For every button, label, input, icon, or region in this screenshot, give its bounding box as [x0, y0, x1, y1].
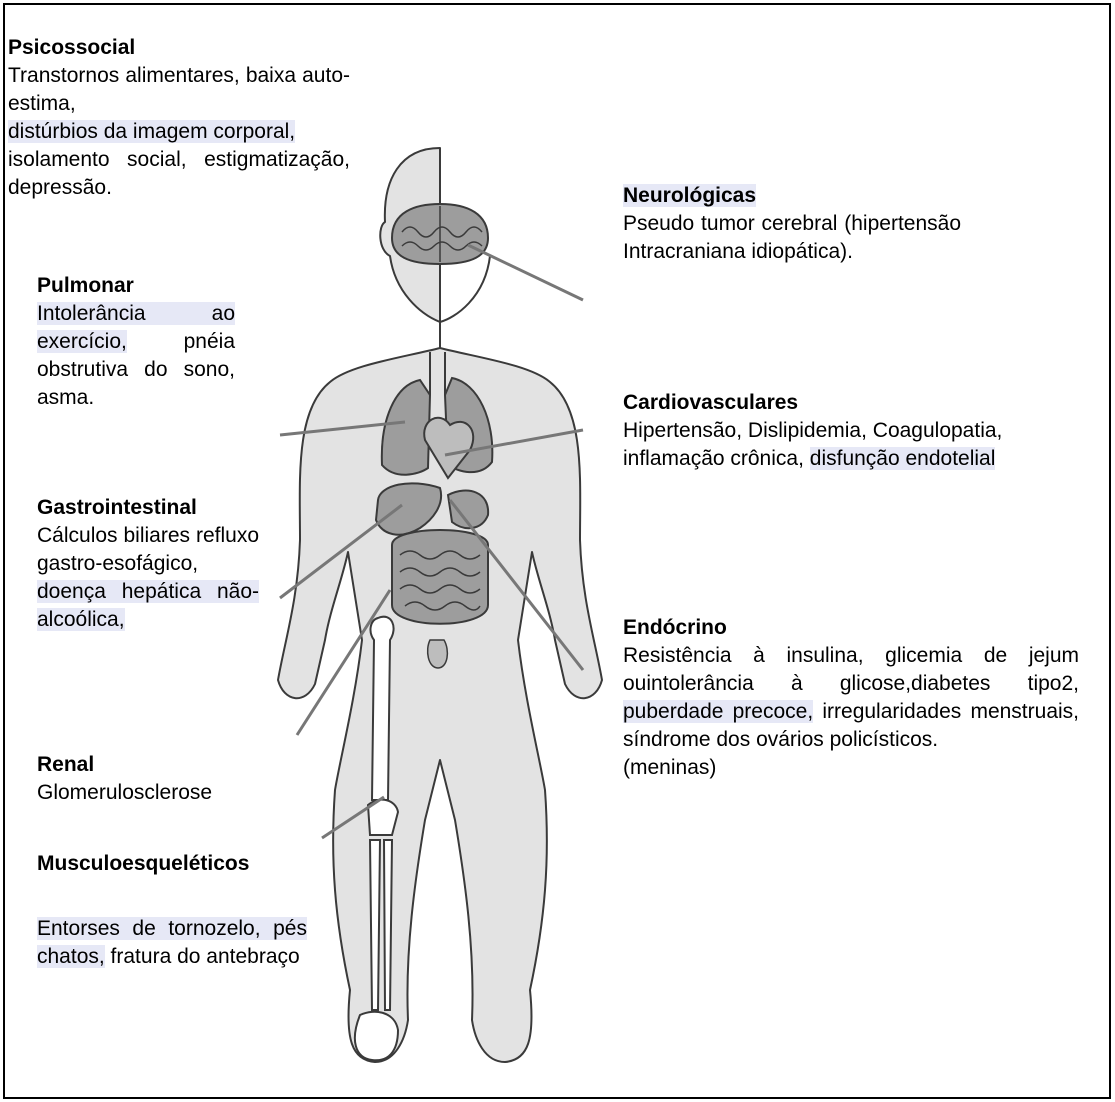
musculoesqueleticos-title-block: Musculoesqueléticos	[37, 850, 307, 878]
renal-text: Glomerulosclerose	[37, 779, 277, 807]
gastrointestinal-text-b: doença hepática não-alcoólica,	[37, 580, 259, 631]
cardiovasculares-text-b: disfunção endotelial	[810, 447, 996, 470]
psicossocial-text-2: distúrbios da imagem corporal,	[8, 120, 295, 143]
pulmonar-text-a: Intolerância ao	[37, 302, 235, 325]
gastrointestinal-title: Gastrointestinal	[37, 494, 259, 522]
endocrino-text-d: (meninas)	[623, 754, 1079, 782]
endocrino-title: Endócrino	[623, 614, 1079, 642]
musculoesqueleticos-block: Entorses de tornozelo, pés chatos, fratu…	[37, 915, 307, 971]
cardiovasculares-title: Cardiovasculares	[623, 389, 1093, 417]
musculoesqueleticos-title: Musculoesqueléticos	[37, 850, 307, 878]
endocrino-block: Endócrino Resistência à insulina, glicem…	[623, 614, 1079, 782]
endocrino-text-b: puberdade precoce,	[623, 700, 813, 723]
cardiovasculares-block: Cardiovasculares Hipertensão, Dislipidem…	[623, 389, 1093, 473]
gastrointestinal-text-a: Cálculos biliares refluxo gastro-esofági…	[37, 522, 259, 578]
renal-title: Renal	[37, 751, 277, 779]
gastrointestinal-block: Gastrointestinal Cálculos biliares reflu…	[37, 494, 259, 634]
neurologicas-text: Pseudo tumor cerebral (hipertensão Intra…	[623, 210, 961, 266]
psicossocial-block: Psicossocial Transtornos alimentares, ba…	[8, 34, 350, 202]
neurologicas-block: Neurológicas Pseudo tumor cerebral (hipe…	[623, 182, 961, 266]
musculoesqueleticos-text-b: fratura do antebraço	[105, 945, 300, 968]
pulmonar-text-b: exercício,	[37, 330, 127, 353]
pulmonar-title: Pulmonar	[37, 272, 235, 300]
endocrino-text-a: Resistência à insulina, glicemia de jeju…	[623, 644, 1079, 695]
neurologicas-title: Neurológicas	[623, 184, 756, 207]
psicossocial-text-1: Transtornos alimentares, baixa auto-esti…	[8, 62, 350, 118]
psicossocial-text-3: isolamento social, estigmatização, depre…	[8, 146, 350, 202]
pulmonar-block: Pulmonar Intolerância ao exercício, pnéi…	[37, 272, 235, 412]
brain	[392, 204, 488, 264]
renal-block: Renal Glomerulosclerose	[37, 751, 277, 807]
psicossocial-title: Psicossocial	[8, 34, 350, 62]
